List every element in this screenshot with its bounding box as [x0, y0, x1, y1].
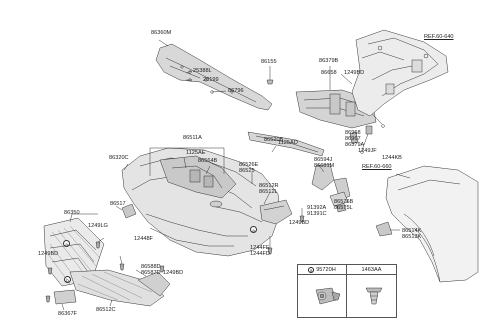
legend-part-95720h: 95720H — [316, 267, 336, 273]
front-fender-part — [385, 165, 479, 283]
part-label-86588d-group: 86588D 86587D — [141, 264, 161, 276]
upper-bumper-cover-part — [155, 43, 273, 111]
part-label-86512l: 86512L — [259, 189, 278, 195]
callout-a-bumper: a — [250, 226, 257, 233]
part-label-86320c: 86320C — [109, 155, 129, 161]
part-label-86564b: 86564B — [198, 158, 218, 164]
part-label-86658: 86658 — [321, 70, 337, 76]
legend-sensor-icon — [315, 287, 341, 305]
part-label-86526e: 86526E — [239, 162, 259, 168]
part-label-86512r: 86512R — [259, 183, 279, 189]
part-label-86514k: 86514K — [402, 228, 422, 234]
part-label-86155: 86155 — [261, 59, 277, 65]
reference-link-60-660[interactable]: REF.60-660 — [362, 164, 392, 170]
part-label-1244fd: 1244FD — [250, 251, 270, 257]
part-label-91392a-group: 91392A 91391C — [307, 205, 327, 217]
part-label-86512r-group: 86512R 86512L — [259, 183, 279, 195]
upper-bar-part — [247, 131, 325, 157]
part-label-86511a: 86511A — [183, 135, 202, 141]
part-label-86576b-group: 86576B 86575L — [334, 199, 353, 211]
part-label-1249bd-left: 1249BD — [38, 251, 59, 257]
part-label-1249bd-top: 1249BD — [344, 70, 365, 76]
part-label-86514k-group: 86514K 86513K — [402, 228, 421, 240]
part-label-86512c: 86512C — [96, 307, 116, 313]
callout-a-grille: a — [63, 240, 70, 247]
part-label-1249lg: 1249LG — [88, 223, 108, 229]
part-label-1244fe-group: 1244FE 1244FD — [250, 245, 270, 257]
part-label-1249jf: 1249JF — [358, 148, 377, 154]
legend-part-1463aa: 1463AA — [361, 267, 382, 273]
lower-grille-part — [69, 269, 165, 307]
part-label-86379b: 86379B — [319, 58, 339, 64]
legend-cell-b: 1463AA — [347, 265, 396, 317]
part-label-25388l: 25388L — [193, 68, 212, 74]
part-label-86575l: 86575L — [334, 205, 353, 211]
legend-callout-a: a — [308, 266, 315, 273]
part-label-86520b: 86520B — [264, 137, 284, 143]
part-label-86379a: 86379A — [345, 142, 365, 148]
part-label-86968: 86968 — [345, 130, 361, 136]
part-label-86681m: 86681M — [314, 163, 335, 169]
part-label-86576b: 86576B — [334, 199, 354, 205]
part-label-91392a: 91392A — [307, 205, 327, 211]
legend-clip-icon — [365, 287, 383, 305]
part-label-86360m: 86360M — [151, 30, 172, 36]
part-label-1244fe: 1244FE — [250, 245, 270, 251]
part-label-1125ae: 1125AE — [186, 150, 206, 156]
part-label-12448f: 12448F — [134, 236, 153, 242]
reference-link-60-640[interactable]: REF.60-640 — [424, 34, 454, 40]
part-label-86367f: 86367F — [58, 311, 77, 317]
part-label-86513k: 86513K — [402, 234, 422, 240]
part-label-86526e-group: 86526E 86525 — [239, 162, 258, 174]
part-label-86587d: 86587D — [141, 270, 161, 276]
radiator-support-frame — [351, 29, 449, 117]
part-label-86594j-group: 86594J 86681M — [314, 157, 334, 169]
part-label-91391c: 91391C — [307, 211, 327, 217]
part-label-86594j: 86594J — [314, 157, 333, 163]
part-label-86525: 86525 — [239, 168, 255, 174]
part-label-86968-group: 86968 86967 86379A — [345, 130, 364, 148]
radiator-grille-part — [43, 217, 105, 287]
center-bracket-part — [159, 155, 237, 199]
part-label-86517: 86517 — [110, 201, 126, 207]
part-label-28199: 28199 — [203, 77, 219, 83]
part-label-86796: 86796 — [228, 88, 244, 94]
part-label-86967: 86967 — [345, 136, 361, 142]
legend-cell-b-header: 1463AA — [347, 265, 396, 275]
part-label-1244kb: 1244KB — [382, 155, 402, 161]
part-label-86350: 86350 — [64, 210, 80, 216]
part-label-1125ad: 1125AD — [278, 140, 298, 146]
part-label-1249bd-mid: 1249BD — [289, 220, 310, 226]
part-label-86588d: 86588D — [141, 264, 161, 270]
callout-b-grille: b — [64, 276, 71, 283]
part-label-1249bd-bottom: 1249BD — [163, 270, 184, 276]
